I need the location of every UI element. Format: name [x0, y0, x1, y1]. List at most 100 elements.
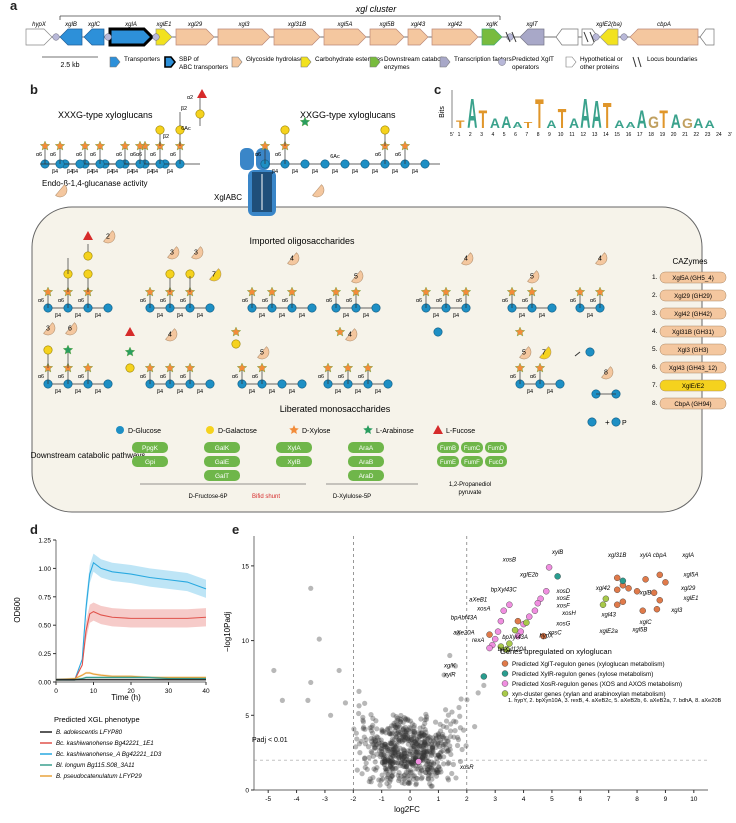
e-background-point — [444, 749, 450, 755]
e-background-point — [372, 738, 379, 744]
e-highlight-point — [503, 646, 510, 653]
e-background-point — [406, 760, 412, 766]
e-highlight-point — [639, 607, 646, 614]
e-background-point — [401, 750, 408, 756]
e-background-point — [374, 726, 380, 732]
e-background-point — [396, 755, 402, 761]
e-background-point — [435, 731, 442, 737]
logo-letter: G — [648, 114, 659, 132]
e-background-point — [408, 751, 414, 758]
e-background-point — [433, 773, 440, 779]
e-background-point — [375, 734, 381, 741]
logo-letter: G — [682, 115, 693, 131]
gene-arrow-xgl5B — [369, 28, 405, 46]
e-background-point — [354, 767, 360, 773]
e-background-point — [402, 734, 409, 741]
e-background-point — [417, 765, 424, 771]
transporter-label: XglABC — [214, 193, 242, 202]
e-background-point — [447, 743, 453, 749]
e-background-point — [400, 727, 406, 733]
scale-bar-label: 2.5 kb — [60, 62, 79, 69]
xylose-glyph — [134, 140, 146, 151]
e-background-point — [389, 739, 395, 745]
e-background-point — [353, 744, 359, 750]
legend-text: other proteins — [580, 64, 619, 71]
e-background-point — [423, 757, 429, 763]
e-background-point — [371, 735, 377, 741]
e-background-point — [397, 762, 403, 769]
e-background-point — [411, 746, 417, 752]
e-highlight-point — [545, 564, 553, 571]
e-background-point — [379, 760, 386, 766]
e-background-point — [410, 756, 416, 762]
gene-arrow-xgl31B — [273, 28, 321, 46]
gene-label: xglT — [525, 22, 539, 28]
e-background-point — [368, 738, 375, 744]
e-background-point — [378, 737, 384, 743]
bond-label: α6 — [510, 374, 516, 380]
e-background-point — [409, 750, 415, 756]
e-background-point — [397, 716, 403, 722]
e-background-point — [390, 743, 396, 749]
e-background-point — [422, 753, 428, 759]
e-background-point — [436, 764, 442, 770]
e-background-point — [385, 771, 391, 778]
e-background-point — [370, 722, 376, 728]
e-xtick-label: 4 — [522, 796, 526, 803]
bond-label: α6 — [58, 374, 64, 380]
e-background-point — [385, 774, 391, 780]
e-xtick-label: 7 — [607, 796, 611, 803]
e-background-point — [367, 776, 373, 782]
e-background-point — [379, 728, 385, 734]
d-ytick-label: 1.25 — [38, 538, 51, 545]
e-background-point — [407, 767, 413, 773]
e-highlight-point — [526, 613, 533, 620]
cazyme-number: 2. — [652, 292, 658, 299]
e-background-point — [379, 729, 385, 735]
bond-label: β4 — [527, 389, 533, 395]
logo-position: 2 — [469, 132, 472, 138]
e-background-point — [396, 731, 402, 738]
e-background-point — [393, 734, 399, 740]
e-background-point — [423, 716, 430, 722]
gene-arrow-cbpA — [629, 28, 699, 46]
e-background-point — [393, 734, 400, 740]
e-background-point — [424, 748, 430, 754]
bond-label: α6 — [275, 152, 281, 158]
e-gene-label: xylB — [551, 550, 563, 556]
xxxg-label: XXXG-type xyloglucans — [58, 110, 153, 120]
e-background-point — [362, 700, 368, 706]
e-background-point — [428, 751, 434, 757]
e-background-point — [403, 717, 409, 723]
logo-letter: A — [546, 118, 556, 130]
e-background-point — [433, 766, 439, 773]
e-legend-dot — [501, 660, 509, 667]
e-background-point — [403, 750, 410, 756]
e-background-point — [410, 743, 416, 750]
e-background-point — [392, 749, 398, 755]
e-background-point — [389, 766, 395, 772]
gene-label: xglE1 — [155, 22, 171, 28]
e-background-point — [395, 728, 401, 734]
e-background-point — [428, 744, 434, 751]
legend-arabinose — [363, 425, 373, 435]
bond-label: β4 — [343, 313, 349, 319]
bond-label: β4 — [177, 313, 183, 319]
e-background-point — [420, 743, 427, 749]
galactose-glyph — [380, 125, 390, 135]
e-background-point — [383, 767, 390, 773]
e-background-point — [448, 721, 454, 727]
glucose-glyph — [585, 347, 595, 357]
e-background-point — [379, 742, 385, 748]
e-highlight-point — [614, 601, 621, 608]
e-background-point — [400, 763, 406, 769]
enzyme-box — [204, 456, 240, 467]
e-background-point — [377, 753, 383, 760]
e-background-point — [386, 746, 392, 753]
e-background-point — [390, 747, 396, 754]
logo-position: 13 — [592, 132, 598, 138]
e-background-point — [422, 736, 428, 742]
xxgg-label: XXGG-type xyloglucans — [300, 110, 396, 120]
e-highlight-point — [514, 617, 522, 625]
